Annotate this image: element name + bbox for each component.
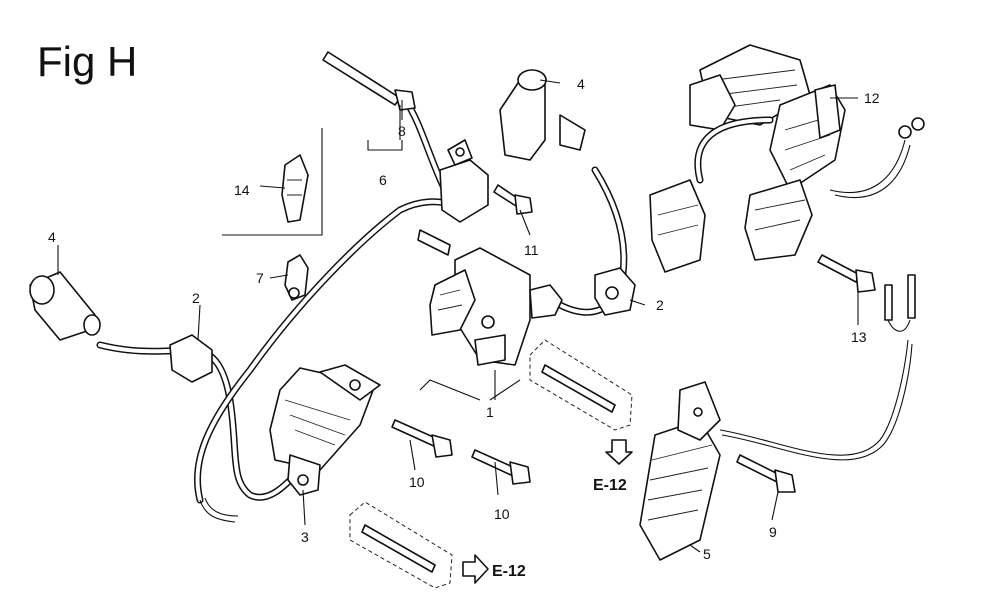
bolt-11 xyxy=(493,184,533,215)
callout-7: 7 xyxy=(256,270,264,286)
callout-3: 3 xyxy=(301,529,309,545)
exploded-box-lower xyxy=(349,501,453,589)
callout-2-left: 2 xyxy=(192,290,200,306)
grommet-left xyxy=(169,334,213,383)
bolt-10-upper xyxy=(391,419,453,458)
terminal-pin xyxy=(322,51,416,111)
callout-9: 9 xyxy=(769,524,777,540)
callout-13: 13 xyxy=(851,329,867,345)
callout-4-top: 4 xyxy=(577,76,585,92)
callout-2-right: 2 xyxy=(656,297,664,313)
arrow-right-icon xyxy=(462,554,489,584)
bolt-10-lower xyxy=(471,449,531,485)
callout-11: 11 xyxy=(524,242,539,258)
spark-plug-cap-top xyxy=(499,69,586,161)
charge-coil-upper xyxy=(649,44,846,273)
leader-lines xyxy=(57,79,859,553)
bolt-13 xyxy=(817,254,876,293)
callout-5: 5 xyxy=(703,546,711,562)
grommet-right xyxy=(594,267,636,316)
ignition-coil-lower xyxy=(269,364,381,496)
callout-1: 1 xyxy=(486,404,494,420)
figure-title: Fig H xyxy=(37,38,138,85)
arrow-down-icon xyxy=(605,439,633,465)
harness-clip xyxy=(417,229,451,256)
charge-coil-lower xyxy=(639,381,721,561)
bolt-9 xyxy=(736,454,796,493)
exploded-box-center xyxy=(529,339,633,431)
callout-6: 6 xyxy=(379,172,387,188)
noise-suppressor xyxy=(439,139,489,223)
callout-10-upper: 10 xyxy=(409,474,425,490)
reference-e12-lower: E-12 xyxy=(492,563,526,580)
reference-e12-center: E-12 xyxy=(593,477,627,494)
callout-14: 14 xyxy=(234,182,250,198)
wire-clip xyxy=(284,254,309,301)
detail-box xyxy=(222,128,323,236)
callout-12: 12 xyxy=(864,90,880,106)
spark-plug-cap-left xyxy=(29,271,101,341)
coil-leads xyxy=(694,116,925,461)
callout-10-lower: 10 xyxy=(494,506,510,522)
ignition-coil-center xyxy=(429,247,563,366)
callout-4-left: 4 xyxy=(48,229,56,245)
callout-8: 8 xyxy=(398,123,406,139)
